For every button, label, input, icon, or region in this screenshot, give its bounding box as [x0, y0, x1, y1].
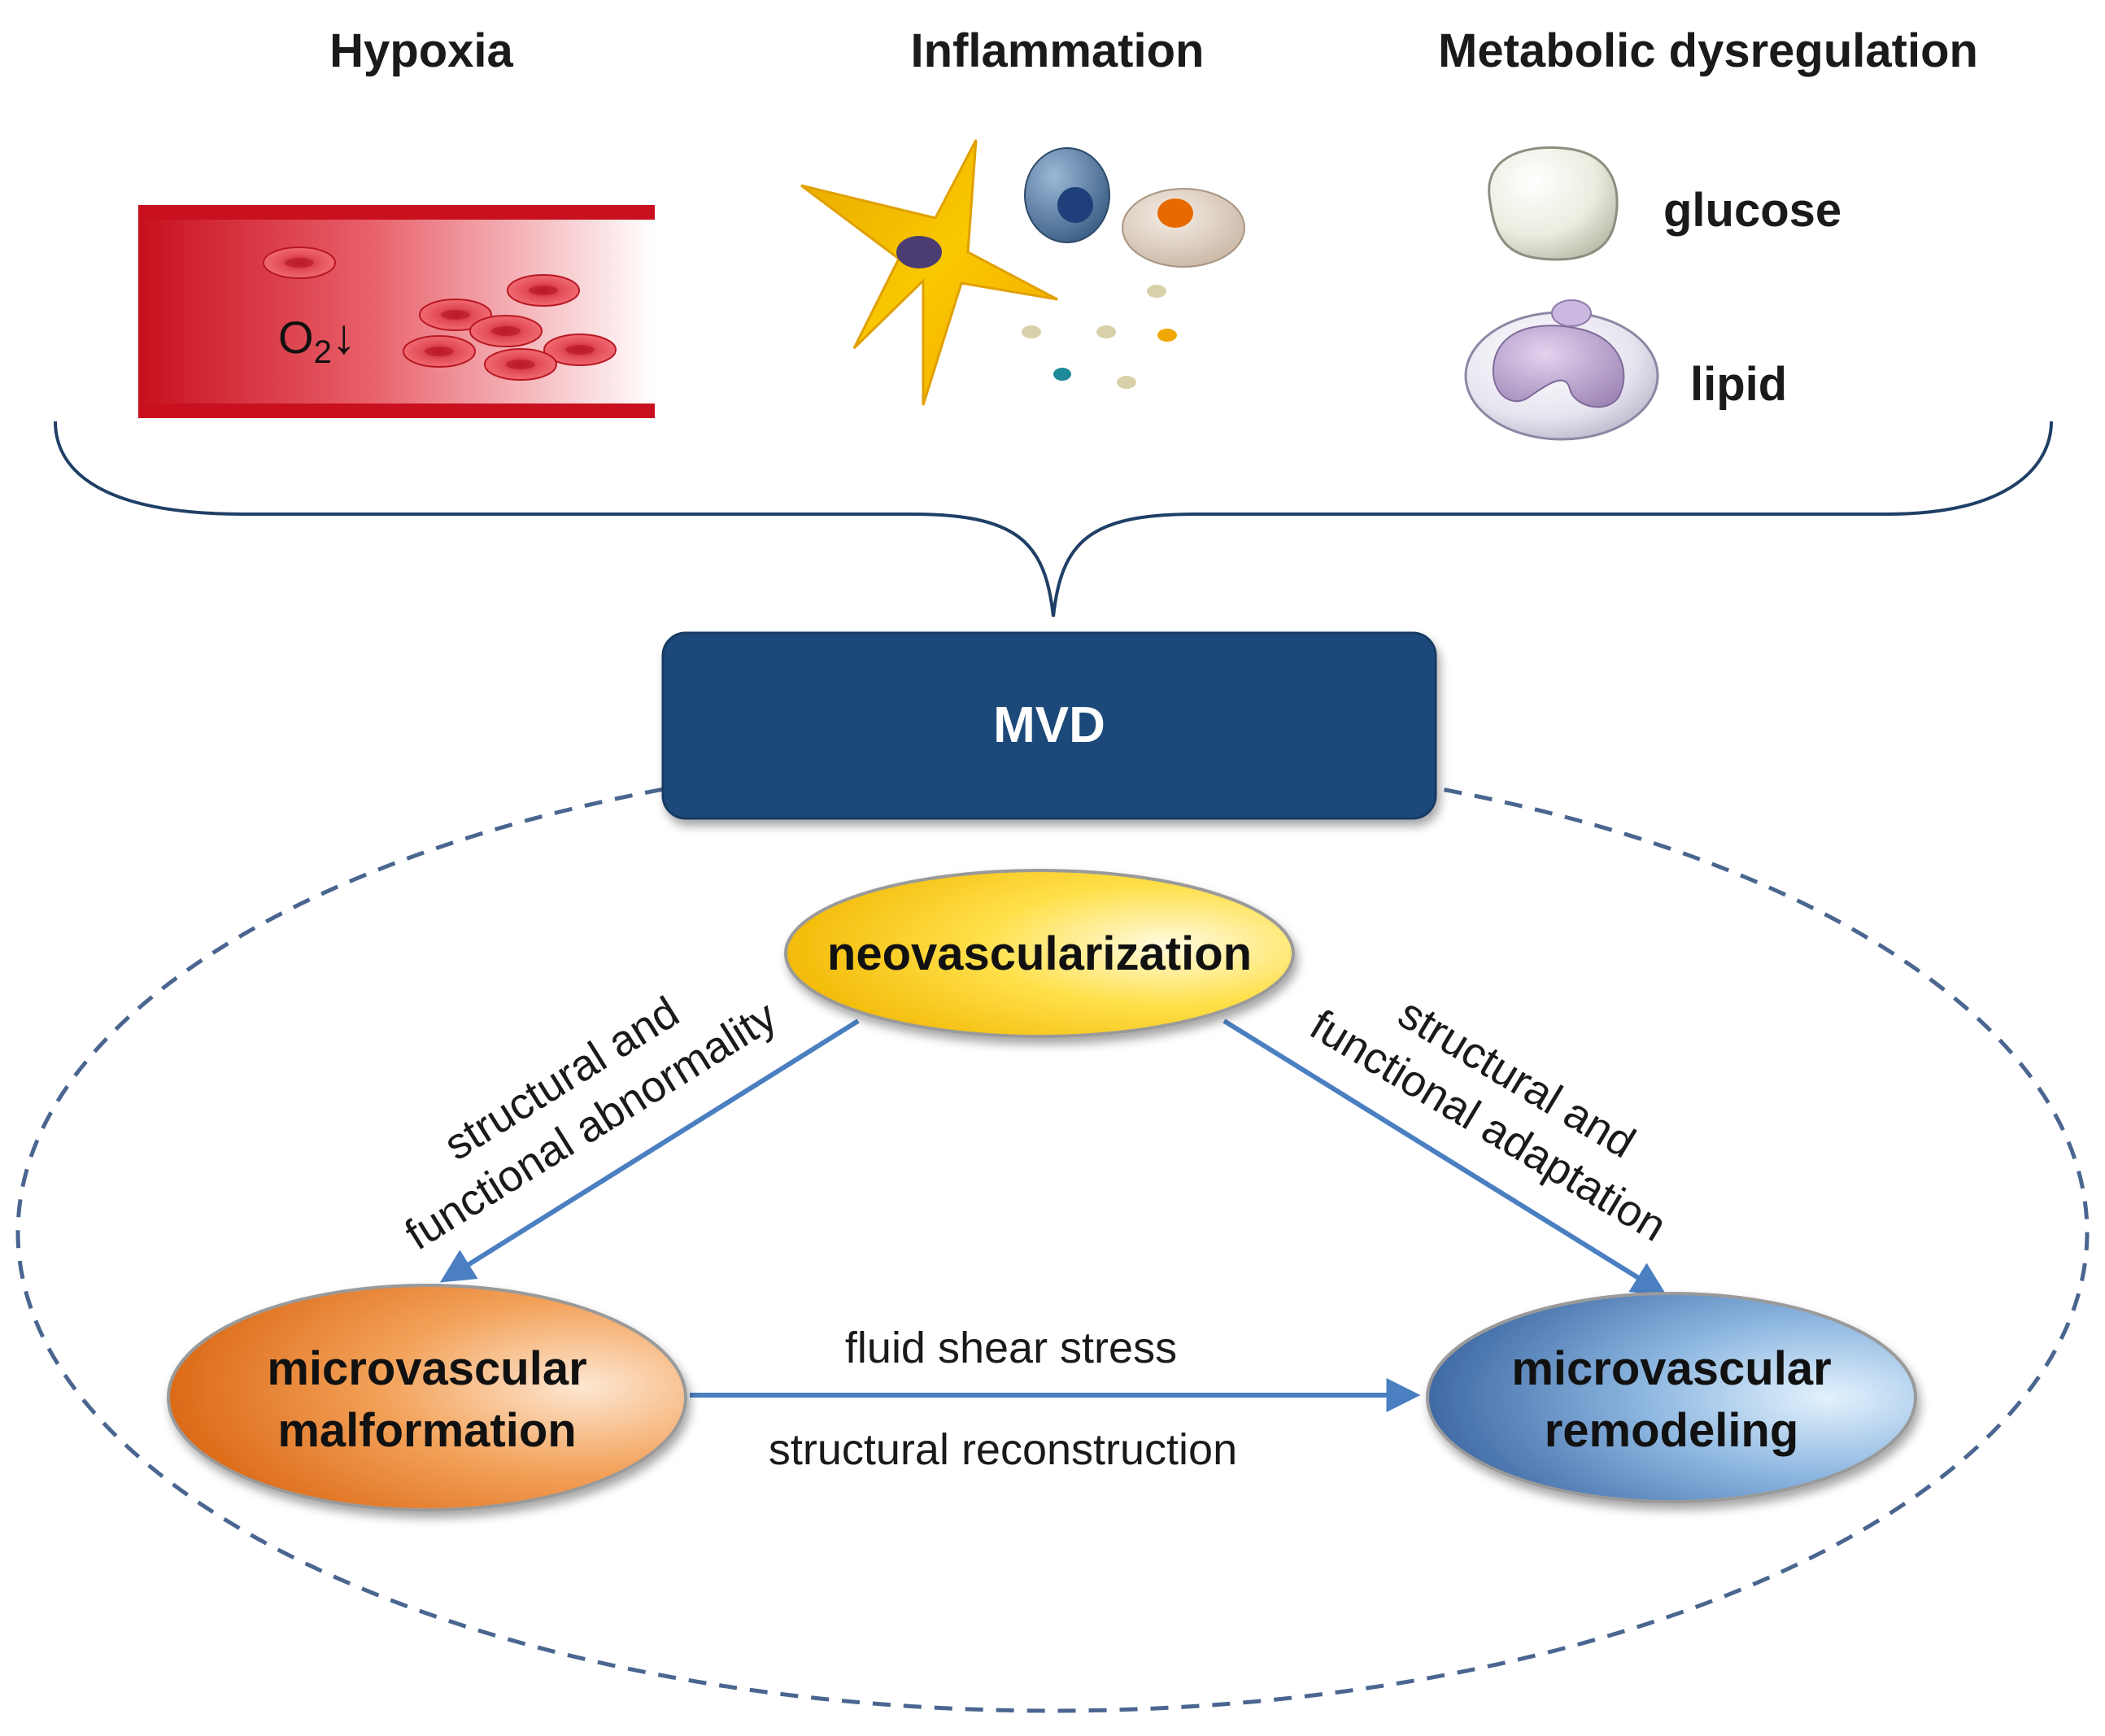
structural-reconstruction-label: structural reconstruction: [769, 1425, 1237, 1474]
right-edge-label: structural and functional adaptation: [1302, 988, 1675, 1250]
dendritic-cell-nucleus: [896, 236, 942, 268]
oxygen-decrease-label: O2↓: [278, 309, 356, 370]
left-edge-label: structural and functional abnormality: [397, 988, 785, 1259]
mvd-label: MVD: [993, 697, 1105, 753]
metabolic-dysregulation-title: Metabolic dysregulation: [1438, 24, 1978, 77]
inflammatory-cells-illustration: [800, 139, 1245, 406]
neovascularization-node: [784, 869, 1295, 1038]
malformation-label-line1: microvascular: [267, 1342, 586, 1395]
lipid-label: lipid: [1690, 358, 1787, 411]
arrow-neo-to-remodeling: [1222, 1018, 1667, 1296]
malformation-node: [167, 1284, 687, 1511]
fluid-shear-stress-label: fluid shear stress: [845, 1324, 1177, 1372]
hypoxia-title: Hypoxia: [329, 24, 513, 77]
blood-vessel-illustration: O2↓: [138, 205, 655, 418]
macrophage-nucleus: [1157, 198, 1193, 228]
malformation-label-line2: malformation: [277, 1404, 576, 1457]
macrophage: [1122, 188, 1245, 268]
arrow-neo-to-malformation: [439, 1018, 860, 1283]
neovascularization-label: neovascularization: [827, 927, 1252, 980]
glucose-label: glucose: [1663, 184, 1841, 237]
red-blood-cells: [263, 246, 617, 381]
lipid-illustration: [1464, 299, 1659, 441]
dendritic-cell: [800, 139, 1058, 406]
remodeling-label-line2: remodeling: [1545, 1404, 1799, 1457]
remodeling-node: [1426, 1292, 1917, 1503]
glucose-illustration: [1488, 146, 1619, 261]
remodeling-label-line1: microvascular: [1511, 1342, 1831, 1395]
inflammation-title: Inflammation: [911, 24, 1205, 77]
lymphocyte-nucleus: [1057, 187, 1093, 223]
cytokine-particles: [1022, 285, 1177, 389]
glucose-icon: [1488, 146, 1619, 261]
mvd-box: [661, 631, 1437, 820]
convergence-brace: [54, 421, 2053, 617]
